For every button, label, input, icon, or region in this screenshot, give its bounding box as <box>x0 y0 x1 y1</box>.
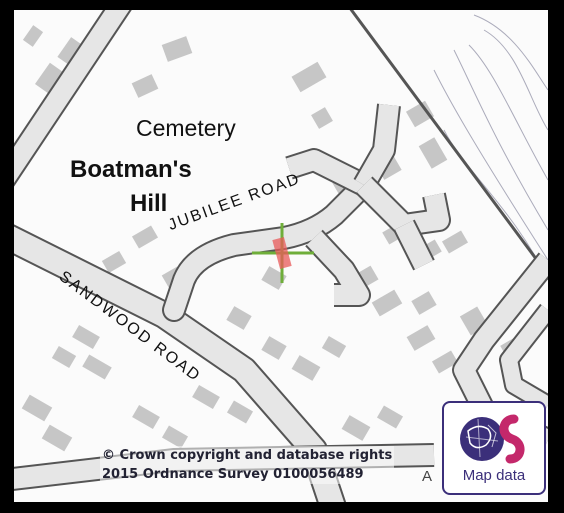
ordnance-survey-logo-icon <box>460 414 525 464</box>
location-crosshair-icon <box>252 223 314 283</box>
area-label-hill: Hill <box>130 190 168 217</box>
map-data-button[interactable]: Map data <box>442 401 546 495</box>
copyright-line-1: © Crown copyright and database rights <box>102 448 393 463</box>
copyright-line-2: 2015 Ordnance Survey 0100056489 <box>102 467 364 482</box>
area-label-boatmans: Boatman's <box>70 156 192 183</box>
copyright-attribution: © Crown copyright and database rights 20… <box>100 446 395 484</box>
area-label-cemetery: Cemetery <box>136 115 236 141</box>
buildings <box>21 25 526 452</box>
map-view[interactable]: Cemetery Boatman's Hill JUBILEE ROAD SAN… <box>14 10 548 502</box>
map-data-label: Map data <box>462 467 526 484</box>
road-label-bottom: A <box>422 468 433 485</box>
